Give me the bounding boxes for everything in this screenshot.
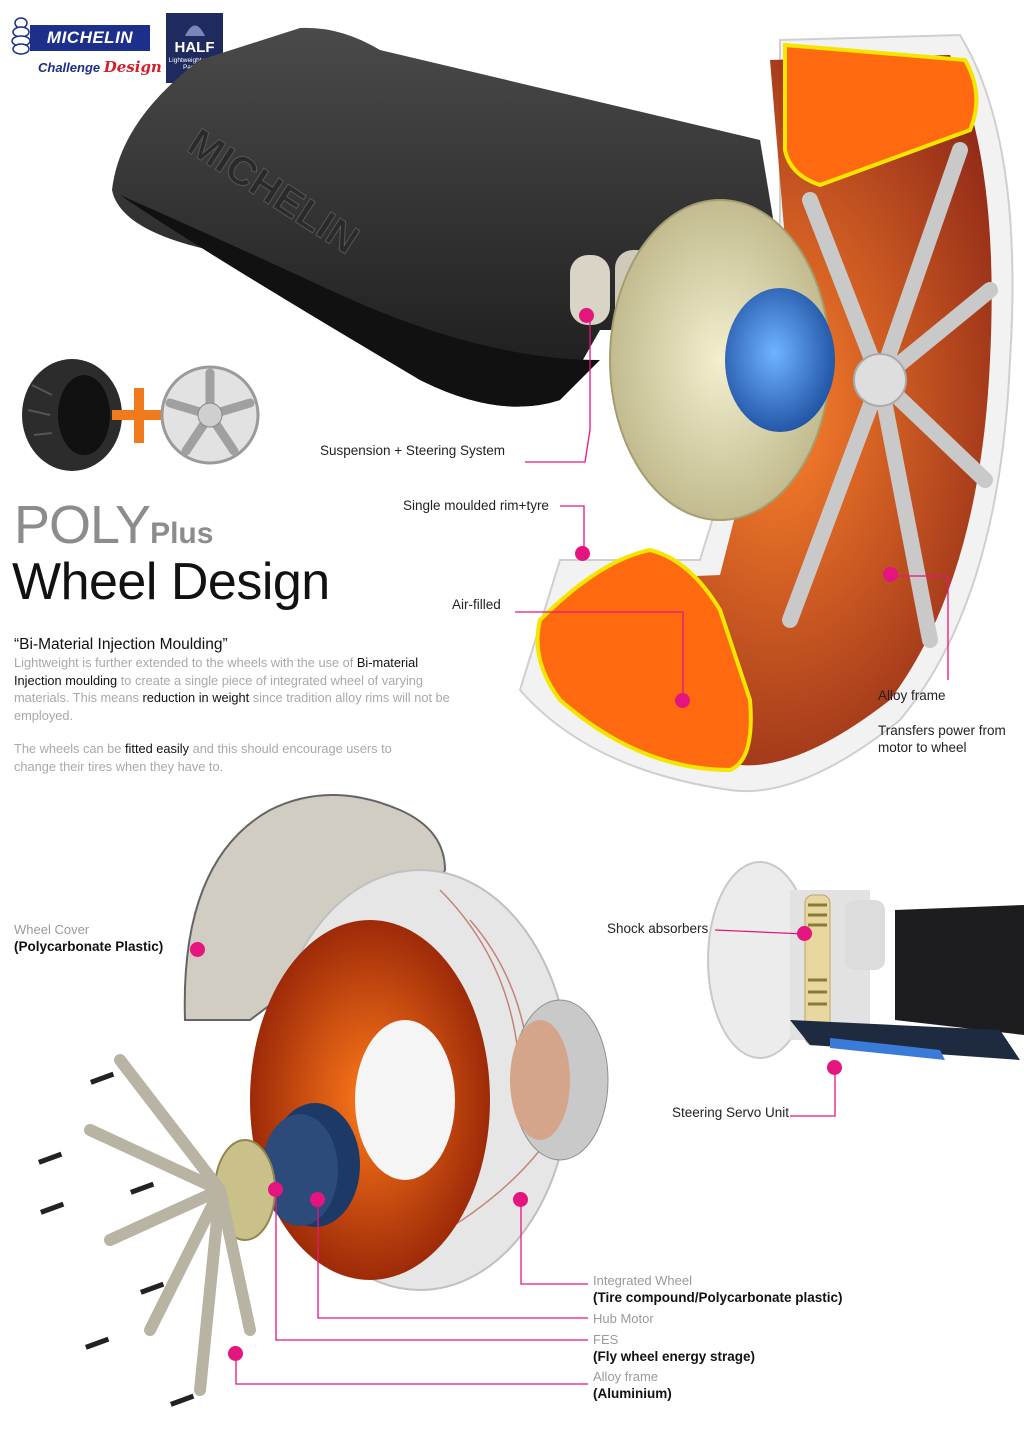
label-integrated-wheel: Integrated Wheel bbox=[593, 1273, 693, 1288]
hero-illustration: MICHELIN bbox=[112, 27, 1014, 793]
label-transfers-power-2: motor to wheel bbox=[878, 740, 967, 755]
callout-dot-integrated-wheel bbox=[513, 1192, 528, 1207]
half-emblem-icon bbox=[185, 25, 205, 36]
label-suspension-steering: Suspension + Steering System bbox=[320, 443, 505, 458]
skate-deck bbox=[112, 27, 780, 407]
title-plus-word: Plus bbox=[150, 517, 214, 550]
tire-plus-rim-thumbnail bbox=[22, 359, 260, 471]
page-title: Wheel Design bbox=[12, 553, 330, 611]
highlight-text: reduction in weight bbox=[142, 690, 250, 705]
screws bbox=[37, 1071, 195, 1407]
suspension-closeup-illustration bbox=[707, 861, 1024, 1060]
bottom-callout-leaders bbox=[235, 1190, 588, 1385]
label-alloy-frame: Alloy frame bbox=[878, 688, 946, 703]
callout-dot-wheel-cover bbox=[190, 942, 205, 957]
steering-servo-unit bbox=[830, 1038, 945, 1060]
callout-dot-alloy-frame-bottom bbox=[228, 1346, 243, 1361]
challenge-design-wordmark: Challenge Design bbox=[38, 58, 162, 76]
text-span: and this should encourage users to chang… bbox=[14, 741, 392, 774]
alloy-hub-cap bbox=[853, 353, 907, 407]
label-wheel-cover: Wheel Cover bbox=[14, 922, 90, 937]
tire-tread bbox=[27, 384, 53, 436]
label-wheel-cover-material: (Polycarbonate Plastic) bbox=[14, 939, 164, 954]
challenge-text: Challenge bbox=[38, 60, 101, 75]
callout-dot-suspension bbox=[579, 308, 594, 323]
suspension-post bbox=[570, 255, 610, 325]
alloy-frame-exploded bbox=[84, 1054, 256, 1396]
michelin-wordmark: MICHELIN bbox=[30, 25, 150, 51]
highlight-text: fitted easily bbox=[124, 741, 190, 756]
highlight-text: Bi-material Injection moulding bbox=[14, 655, 419, 688]
callout-dot-steering-servo bbox=[827, 1060, 842, 1075]
label-hub-motor: Hub Motor bbox=[593, 1311, 654, 1326]
section-heading: “Bi-Material Injection Moulding” bbox=[14, 636, 228, 653]
callout-dot-fes bbox=[268, 1182, 283, 1197]
callout-dot-single-moulded bbox=[575, 546, 590, 561]
label-integrated-wheel-material: (Tire compound/Polycarbonate plastic) bbox=[593, 1290, 843, 1305]
description-paragraph-2: The wheels can be fitted easily and this… bbox=[14, 740, 434, 775]
callout-dot-hub-motor bbox=[310, 1192, 325, 1207]
label-alloy-frame-material: (Aluminium) bbox=[593, 1386, 672, 1401]
text-span: Lightweight is further extended to the w… bbox=[14, 655, 357, 670]
description-paragraph-1: Lightweight is further extended to the w… bbox=[14, 654, 454, 724]
label-steering-servo: Steering Servo Unit bbox=[672, 1105, 790, 1120]
air-chamber-bottom bbox=[535, 547, 753, 773]
half-logo-title: HALF bbox=[174, 39, 215, 56]
right-callout-leaders bbox=[714, 929, 836, 1117]
text-span: to create a single piece of integrated w… bbox=[14, 672, 424, 706]
title-poly: POLYPlus bbox=[14, 498, 213, 552]
label-air-filled: Air-filled bbox=[452, 597, 501, 612]
label-shock-absorbers: Shock absorbers bbox=[607, 921, 709, 936]
text-span: since tradition alloy rims will not be e… bbox=[14, 690, 450, 723]
label-fes-full: (Fly wheel energy strage) bbox=[593, 1349, 756, 1364]
label-fes: FES bbox=[593, 1332, 619, 1347]
bibendum-icon bbox=[11, 17, 31, 55]
exploded-view-illustration bbox=[37, 794, 609, 1407]
label-transfers-power-1: Transfers power from bbox=[878, 723, 1006, 738]
air-chamber-top bbox=[783, 42, 979, 188]
callout-dot-shock-absorbers bbox=[797, 926, 812, 941]
title-poly-word: POLY bbox=[14, 495, 151, 555]
callout-dot-air-filled bbox=[675, 693, 690, 708]
label-single-moulded: Single moulded rim+tyre bbox=[403, 498, 549, 513]
top-callout-leaders bbox=[515, 318, 949, 703]
hub-motor bbox=[725, 288, 835, 432]
cutaway-wheel bbox=[518, 33, 1014, 793]
callout-dot-alloy-frame bbox=[883, 567, 898, 582]
label-alloy-frame-bottom: Alloy frame bbox=[593, 1369, 659, 1384]
design-text: Design bbox=[103, 58, 162, 76]
deck-underside bbox=[895, 905, 1024, 1035]
text-span: The wheels can be bbox=[14, 741, 125, 756]
